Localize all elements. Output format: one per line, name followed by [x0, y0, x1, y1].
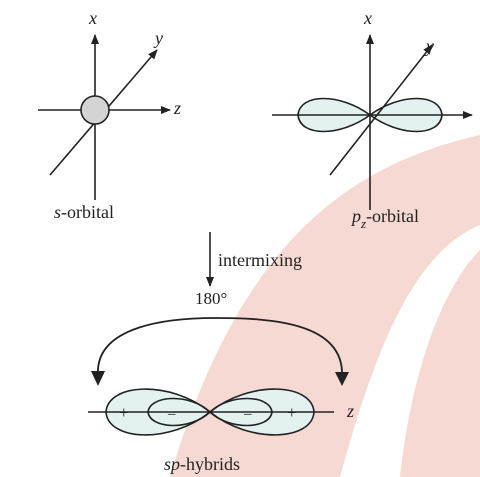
sp-left-minus-sign: –: [167, 406, 176, 422]
s-orbital-group: [38, 34, 171, 200]
sp-axis-z-label: z: [346, 401, 354, 421]
pz-orbital-group: [272, 34, 473, 210]
pz-y-axis: [329, 44, 433, 176]
angle-label: 180°: [195, 289, 227, 308]
sp-hybrids-group: [88, 388, 334, 436]
sp-hybrids-label: sp-hybrids: [164, 454, 240, 474]
angle-arc-arrowhead-left: [91, 371, 105, 386]
s-orbital-sphere: [80, 95, 110, 125]
background-arc: [170, 135, 480, 477]
s-axis-x-label: x: [88, 8, 97, 28]
sp-right-minus-sign: –: [243, 406, 252, 422]
sp-right-plus-sign: +: [287, 403, 297, 422]
angle-arc: [97, 317, 343, 378]
pz-axis-y-label: y: [424, 36, 434, 56]
pz-axis-x-label: x: [363, 8, 372, 28]
sp-left-plus-sign: +: [119, 403, 129, 422]
s-orbital-label: s-orbital: [54, 202, 114, 222]
angle-arc-arrowhead-right: [335, 372, 349, 386]
s-axis-z-label: z: [173, 98, 181, 118]
s-axis-y-label: y: [153, 28, 163, 48]
background-arc-inner: [400, 250, 480, 477]
intermixing-label: intermixing: [218, 250, 302, 270]
pz-orbital-label: pz-orbital: [350, 206, 419, 231]
